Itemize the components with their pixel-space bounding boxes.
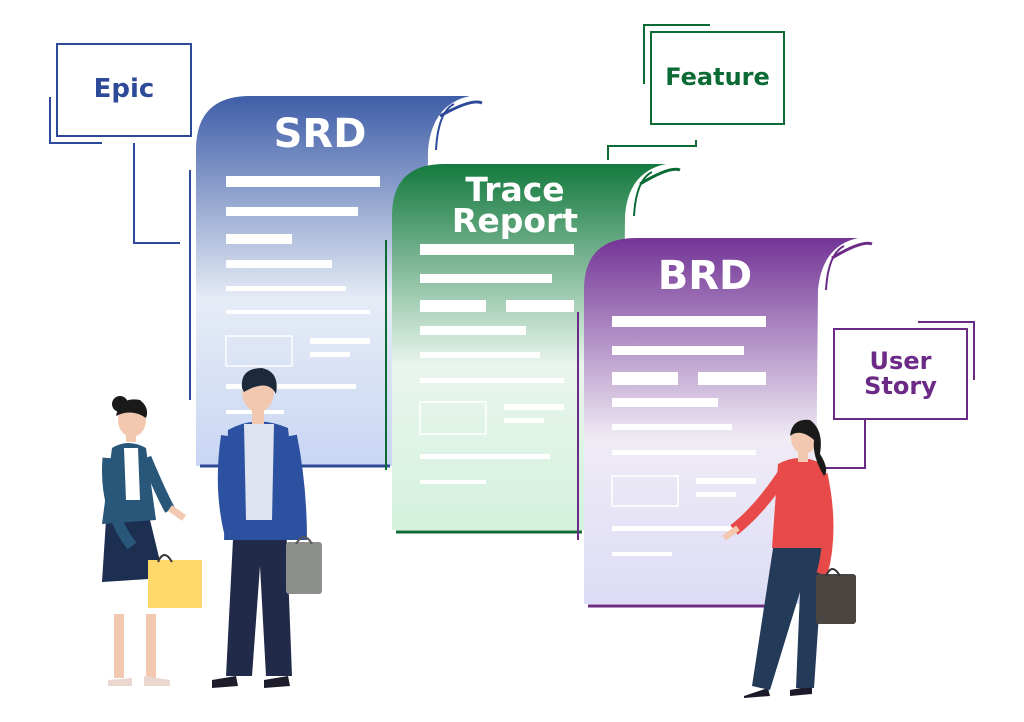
feature-label: Feature [665, 63, 770, 92]
epic-label: Epic [93, 74, 155, 105]
epic-connector [49, 97, 191, 400]
feature-connector [607, 24, 710, 160]
woman-pointing-with-bag-icon [722, 419, 856, 698]
user-story-label-box: User Story [833, 328, 968, 420]
epic-label-box: Epic [56, 43, 192, 137]
trace-report-title: Trace Report [451, 170, 579, 241]
woman-with-shopping-bag-icon [102, 396, 202, 686]
srd-title: SRD [273, 111, 367, 157]
brd-title: BRD [657, 253, 753, 299]
user-story-connector [820, 321, 975, 469]
user-story-label: User Story [864, 346, 937, 400]
man-with-briefcase-icon [212, 368, 322, 688]
feature-label-box: Feature [650, 31, 785, 125]
